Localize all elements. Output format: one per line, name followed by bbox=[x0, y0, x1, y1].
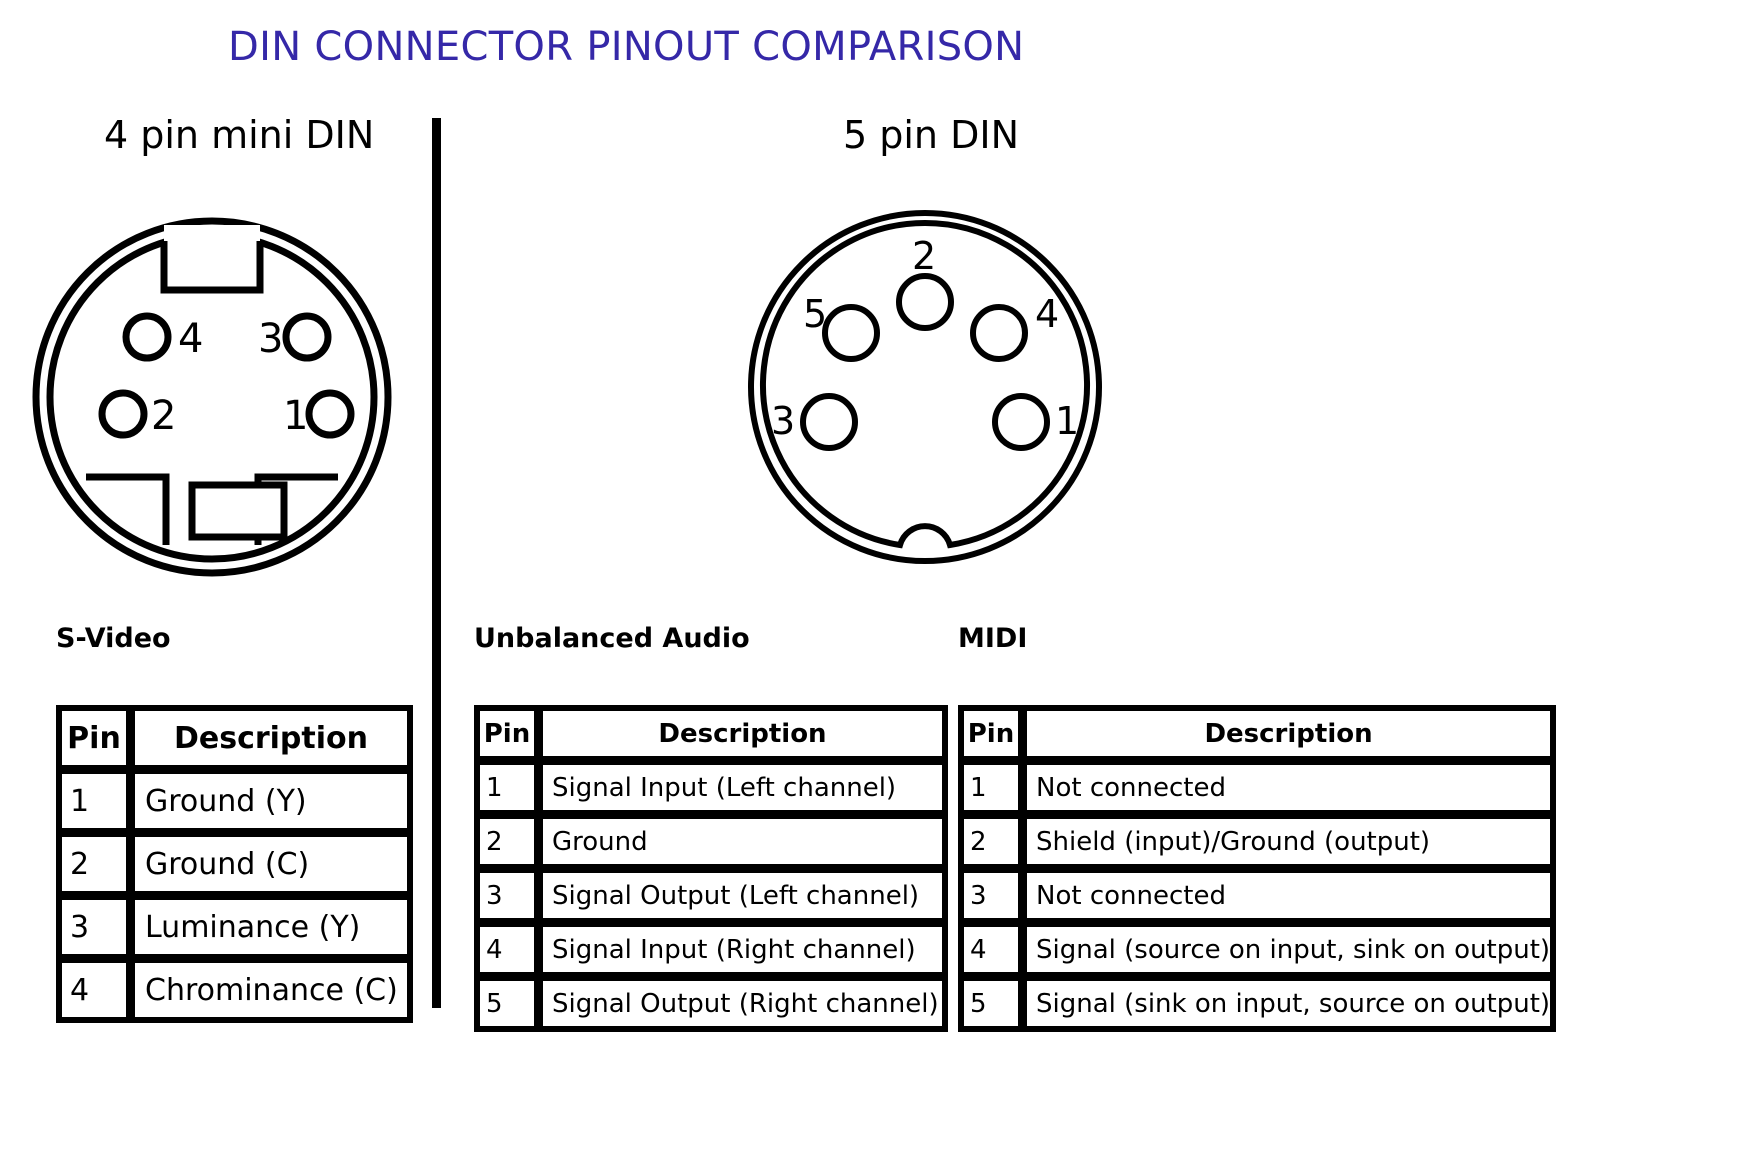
column-header-pin: Pin bbox=[477, 708, 537, 759]
pin-number-2: 2 bbox=[912, 234, 936, 278]
cell-pin: 2 bbox=[961, 816, 1021, 867]
pin-hole-1 bbox=[305, 389, 355, 439]
4-pin-mini-din-diagram: 4 3 2 1 bbox=[32, 217, 392, 577]
vertical-divider bbox=[432, 118, 441, 1008]
pin-number-1: 1 bbox=[283, 393, 308, 439]
label-midi: MIDI bbox=[958, 623, 1028, 654]
column-header-pin: Pin bbox=[59, 708, 129, 768]
column-header-description: Description bbox=[540, 708, 945, 759]
table-row: 5 Signal Output (Right channel) bbox=[477, 978, 945, 1029]
table-row: 4 Signal (source on input, sink on outpu… bbox=[961, 924, 1554, 975]
cell-description: Luminance (Y) bbox=[132, 897, 410, 957]
table-header-row: Pin Description bbox=[961, 708, 1554, 759]
cell-pin: 2 bbox=[477, 816, 537, 867]
cell-pin: 3 bbox=[59, 897, 129, 957]
table-row: 2 Ground (C) bbox=[59, 834, 410, 894]
table-row: 2 Ground bbox=[477, 816, 945, 867]
table-row: 1 Ground (Y) bbox=[59, 771, 410, 831]
s-video-pinout-table: Pin Description 1 Ground (Y) 2 Ground (C… bbox=[56, 705, 413, 1023]
table-row: 1 Signal Input (Left channel) bbox=[477, 762, 945, 813]
cell-description: Signal Output (Right channel) bbox=[540, 978, 945, 1029]
table-row: 3 Not connected bbox=[961, 870, 1554, 921]
pin-number-2: 2 bbox=[151, 393, 176, 439]
column-header-description: Description bbox=[132, 708, 410, 768]
cell-pin: 5 bbox=[477, 978, 537, 1029]
cell-pin: 4 bbox=[961, 924, 1021, 975]
cell-pin: 1 bbox=[59, 771, 129, 831]
cell-pin: 1 bbox=[477, 762, 537, 813]
pin-number-3: 3 bbox=[771, 399, 795, 443]
table-row: 3 Signal Output (Left channel) bbox=[477, 870, 945, 921]
pin-number-1: 1 bbox=[1055, 399, 1079, 443]
pin-hole-4 bbox=[122, 312, 172, 362]
label-unbalanced-audio: Unbalanced Audio bbox=[474, 623, 750, 654]
cell-pin: 3 bbox=[477, 870, 537, 921]
label-s-video: S-Video bbox=[56, 623, 171, 654]
cell-pin: 3 bbox=[961, 870, 1021, 921]
pin-hole-1 bbox=[992, 393, 1050, 451]
pin-hole-4 bbox=[970, 304, 1028, 362]
pin-hole-5 bbox=[822, 304, 880, 362]
cell-description: Signal (source on input, sink on output) bbox=[1024, 924, 1554, 975]
cell-description: Ground (Y) bbox=[132, 771, 410, 831]
column-header-pin: Pin bbox=[961, 708, 1021, 759]
cell-pin: 5 bbox=[961, 978, 1021, 1029]
pin-hole-2 bbox=[98, 389, 148, 439]
pin-number-3: 3 bbox=[258, 316, 283, 362]
page-title: DIN CONNECTOR PINOUT COMPARISON bbox=[228, 24, 1025, 70]
cell-description: Ground (C) bbox=[132, 834, 410, 894]
unbalanced-audio-pinout-table: Pin Description 1 Signal Input (Left cha… bbox=[474, 705, 948, 1032]
cell-pin: 2 bbox=[59, 834, 129, 894]
cell-description: Ground bbox=[540, 816, 945, 867]
table-row: 2 Shield (input)/Ground (output) bbox=[961, 816, 1554, 867]
cell-pin: 4 bbox=[59, 960, 129, 1020]
cell-description: Signal Input (Right channel) bbox=[540, 924, 945, 975]
pin-hole-3 bbox=[282, 312, 332, 362]
table-header-row: Pin Description bbox=[59, 708, 410, 768]
heading-5-pin-din: 5 pin DIN bbox=[843, 113, 1019, 157]
table-row: 1 Not connected bbox=[961, 762, 1554, 813]
table-row: 3 Luminance (Y) bbox=[59, 897, 410, 957]
heading-4-pin-mini-din: 4 pin mini DIN bbox=[104, 113, 375, 157]
pin-hole-3 bbox=[800, 393, 858, 451]
cell-description: Signal Output (Left channel) bbox=[540, 870, 945, 921]
table-row: 5 Signal (sink on input, source on outpu… bbox=[961, 978, 1554, 1029]
pin-number-5: 5 bbox=[803, 292, 827, 336]
cell-description: Shield (input)/Ground (output) bbox=[1024, 816, 1554, 867]
cell-pin: 4 bbox=[477, 924, 537, 975]
cell-description: Not connected bbox=[1024, 870, 1554, 921]
cell-description: Chrominance (C) bbox=[132, 960, 410, 1020]
cell-pin: 1 bbox=[961, 762, 1021, 813]
cell-description: Signal (sink on input, source on output) bbox=[1024, 978, 1554, 1029]
cell-description: Not connected bbox=[1024, 762, 1554, 813]
table-row: 4 Signal Input (Right channel) bbox=[477, 924, 945, 975]
pin-hole-2 bbox=[896, 273, 954, 331]
cell-description: Signal Input (Left channel) bbox=[540, 762, 945, 813]
pin-number-4: 4 bbox=[1035, 292, 1059, 336]
5-pin-din-diagram: 2 5 4 3 1 bbox=[748, 210, 1102, 564]
pin-number-4: 4 bbox=[178, 316, 203, 362]
table-header-row: Pin Description bbox=[477, 708, 945, 759]
midi-pinout-table: Pin Description 1 Not connected 2 Shield… bbox=[958, 705, 1557, 1032]
column-header-description: Description bbox=[1024, 708, 1554, 759]
table-row: 4 Chrominance (C) bbox=[59, 960, 410, 1020]
